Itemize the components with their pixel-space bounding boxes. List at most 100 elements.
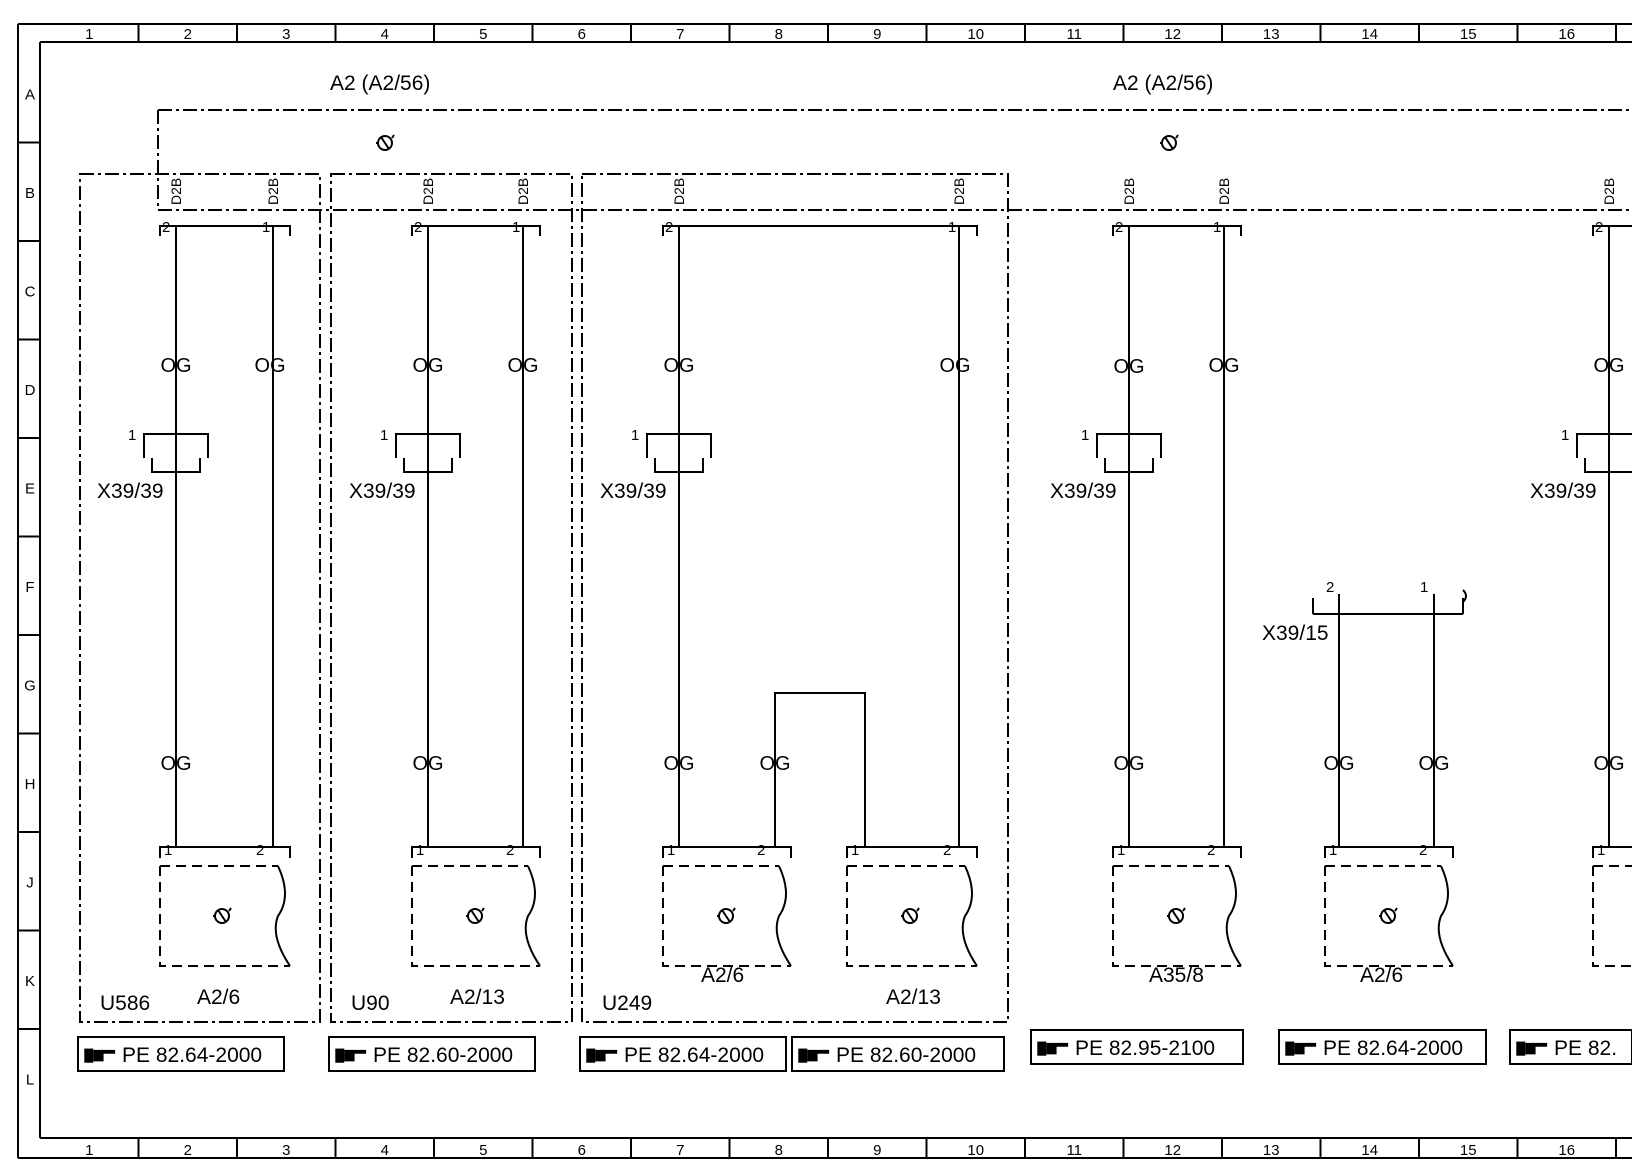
svg-text:1: 1 xyxy=(262,219,270,236)
column-label: 12 xyxy=(1164,1142,1181,1159)
svg-text:1: 1 xyxy=(667,842,675,859)
reference-box: PE 82. xyxy=(1509,1029,1632,1065)
svg-text:1: 1 xyxy=(1561,427,1569,444)
row-label: K xyxy=(25,973,35,990)
column-label: 3 xyxy=(282,26,290,43)
svg-text:1: 1 xyxy=(1329,842,1337,859)
column-label: 4 xyxy=(381,1142,389,1159)
component-body-icon xyxy=(1378,907,1398,924)
component-body-icon xyxy=(1166,907,1186,924)
reference-box: PE 82.60-2000 xyxy=(328,1036,536,1072)
component-bodies xyxy=(159,846,1632,967)
variant-frame-u249 xyxy=(581,173,1009,1023)
wires xyxy=(175,226,1610,847)
svg-text:1: 1 xyxy=(1213,219,1221,236)
svg-text:1: 1 xyxy=(1597,842,1605,859)
reference-label: PE 82.64-2000 xyxy=(1323,1037,1463,1060)
wire-color-label: OG xyxy=(254,355,285,377)
component-icons xyxy=(212,907,1398,924)
module-boundary xyxy=(157,109,1632,211)
row-label: C xyxy=(25,283,36,300)
wire-color-label: OG xyxy=(1208,355,1239,377)
row-label: A xyxy=(25,86,35,103)
top-connector-bars xyxy=(159,225,1632,236)
column-label: 1 xyxy=(85,26,93,43)
row-label: L xyxy=(26,1071,34,1088)
component-labels: U586 A2/6 U90 A2/13 U249 A2/6 A2/13 A35/… xyxy=(100,964,1403,1015)
svg-text:2: 2 xyxy=(1595,219,1603,236)
variant-label: U249 xyxy=(602,992,652,1015)
pin-code-label: D2B xyxy=(515,178,531,205)
drawing-frame xyxy=(17,23,1632,1159)
reference-box: PE 82.64-2000 xyxy=(1278,1029,1487,1065)
pin-code-label: D2B xyxy=(1216,178,1232,205)
svg-text:1: 1 xyxy=(512,219,520,236)
connector-label: X39/39 xyxy=(349,480,416,503)
column-label: 14 xyxy=(1361,1142,1378,1159)
pin-code-label: D2B xyxy=(420,178,436,205)
column-label: 13 xyxy=(1263,1142,1280,1159)
column-label: 4 xyxy=(381,26,389,43)
wire-color-label: OG xyxy=(663,753,694,775)
wire-color-label: OG xyxy=(507,355,538,377)
column-label: 15 xyxy=(1460,26,1477,43)
wire-color-label: OG xyxy=(160,355,191,377)
svg-text:1: 1 xyxy=(164,842,172,859)
svg-text:1: 1 xyxy=(1117,842,1125,859)
pin-code-label: D2B xyxy=(265,178,281,205)
wire-color-label: OG xyxy=(1593,355,1624,377)
wire-color-label: OG xyxy=(412,753,443,775)
inline-connectors xyxy=(143,433,1632,615)
column-label: 9 xyxy=(873,26,881,43)
column-label: 14 xyxy=(1361,26,1378,43)
row-label: B xyxy=(25,185,35,202)
wire-color-label: OG xyxy=(663,355,694,377)
reference-box: PE 82.95-2100 xyxy=(1030,1029,1244,1065)
pointing-hand-icon xyxy=(335,1048,367,1063)
svg-text:1: 1 xyxy=(416,842,424,859)
component-body-icon xyxy=(465,907,485,924)
row-label: G xyxy=(24,677,36,694)
svg-text:2: 2 xyxy=(1115,219,1123,236)
svg-text:2: 2 xyxy=(757,842,765,859)
reference-box: PE 82.64-2000 xyxy=(579,1036,787,1072)
pointing-hand-icon xyxy=(1516,1041,1548,1056)
reference-label: PE 82.60-2000 xyxy=(836,1044,976,1067)
column-label: 1 xyxy=(85,1142,93,1159)
column-label: 2 xyxy=(184,26,192,43)
column-label: 13 xyxy=(1263,26,1280,43)
pin-code-label: D2B xyxy=(951,178,967,205)
reference-box: PE 82.64-2000 xyxy=(77,1036,285,1072)
svg-text:2: 2 xyxy=(506,842,514,859)
wire-color-label: OG xyxy=(759,753,790,775)
wire-color-label: OG xyxy=(1113,356,1144,378)
component-label: A2/13 xyxy=(450,986,505,1009)
svg-text:1: 1 xyxy=(631,427,639,444)
module-ground-icon-right xyxy=(1159,134,1179,151)
column-label: 6 xyxy=(578,26,586,43)
connector-label: X39/39 xyxy=(1050,480,1117,503)
column-label: 16 xyxy=(1558,1142,1575,1159)
pin-code-label: D2B xyxy=(1121,178,1137,205)
reference-label: PE 82.60-2000 xyxy=(373,1044,513,1067)
connector-labels: X39/39 X39/39 X39/39 X39/39 X39/39 X39/1… xyxy=(97,480,1597,645)
svg-text:2: 2 xyxy=(256,842,264,859)
column-label: 7 xyxy=(676,1142,684,1159)
reference-label: PE 82.64-2000 xyxy=(624,1044,764,1067)
row-label: H xyxy=(25,776,36,793)
reference-box: PE 82.60-2000 xyxy=(791,1036,1005,1072)
wire-color-label: OG xyxy=(412,355,443,377)
component-label: A2/6 xyxy=(1360,964,1403,987)
wire-color-label: OG xyxy=(1418,753,1449,775)
wire-color-label: OG xyxy=(1323,753,1354,775)
connector-label: X39/15 xyxy=(1262,622,1329,645)
column-label: 11 xyxy=(1066,1142,1082,1159)
svg-text:1: 1 xyxy=(128,427,136,444)
svg-text:1: 1 xyxy=(380,427,388,444)
svg-text:1: 1 xyxy=(1420,579,1428,596)
